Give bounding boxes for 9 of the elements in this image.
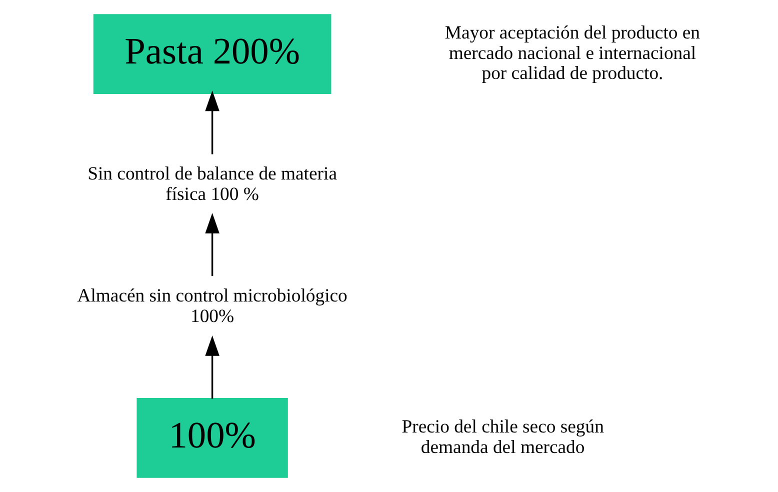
node-box: Pasta 200% [93,14,332,94]
label: Mayor aceptación del producto en mercado nacional e internacional por calidad de producto. [444,22,700,84]
label: Precio del chile seco según demanda del mercado [402,416,604,458]
node-text: Sin control de balance de materia física 100 % [88,163,337,205]
node-text: Almacén sin control microbiológico 100% [77,286,348,328]
node-box: 100% [136,398,288,478]
arrow [205,335,220,399]
arrow [205,90,220,154]
arrow [205,213,220,276]
